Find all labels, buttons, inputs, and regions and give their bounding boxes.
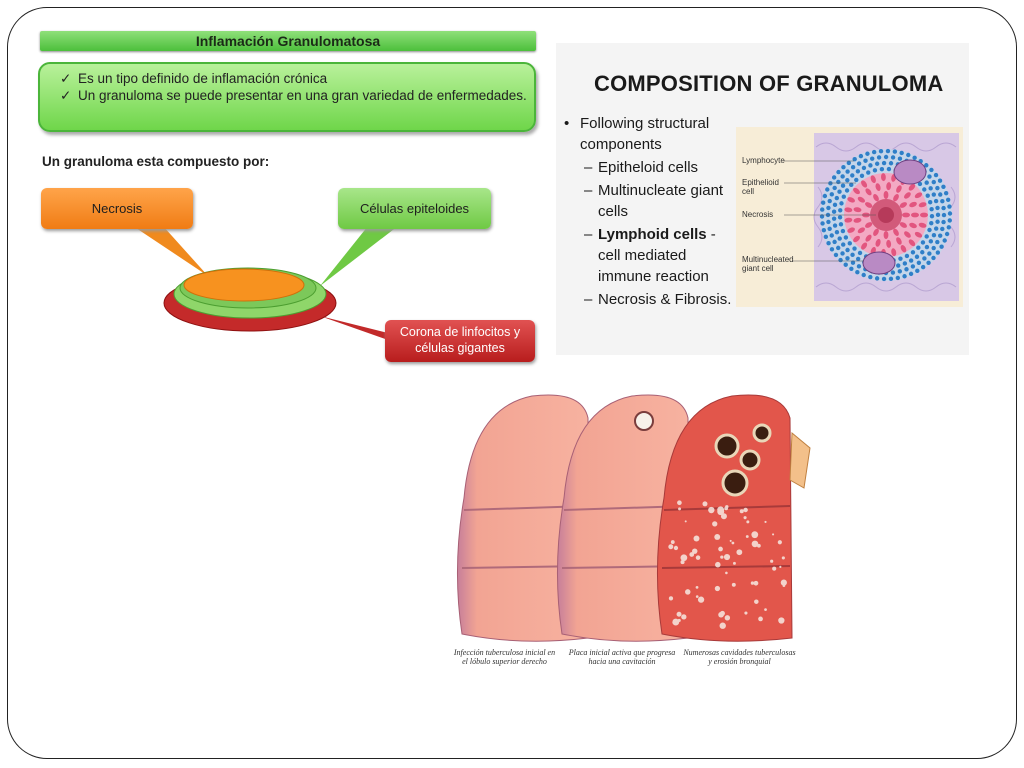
composition-subtitle: Un granuloma esta compuesto por: bbox=[42, 154, 270, 169]
list-item: –Lymphoid cells - cell mediated immune r… bbox=[584, 226, 716, 285]
corona-callout: Corona de linfocitos y células gigantes bbox=[385, 320, 535, 362]
epithelioid-callout: Células epiteloides bbox=[338, 188, 491, 229]
list-item: –Epitheloid cells bbox=[584, 159, 699, 176]
caption-2: Placa inicial activa que progresa hacia … bbox=[568, 648, 676, 666]
label-necrosis: Necrosis bbox=[742, 210, 774, 219]
label-lymphocyte: Lymphocyte bbox=[742, 156, 785, 165]
bullet-item: ✓Es un tipo definido de inflamación crón… bbox=[60, 71, 328, 86]
caption-3: Numerosas cavidades tuberculosas y erosi… bbox=[683, 648, 796, 666]
necrosis-core bbox=[183, 268, 305, 302]
intro-bullet: •Following structural components bbox=[564, 115, 710, 153]
label-giant-cell: Multinucleated giant cell bbox=[742, 255, 794, 273]
list-item: –Necrosis & Fibrosis. bbox=[584, 291, 732, 308]
bronchus bbox=[789, 431, 811, 489]
necrosis-callout: Necrosis bbox=[41, 188, 193, 229]
caption-1: Infección tuberculosa inicial en el lóbu… bbox=[453, 648, 556, 666]
composition-title: COMPOSITION OF GRANULOMA bbox=[594, 71, 944, 96]
cavities bbox=[714, 423, 772, 497]
components-list: •Following structural components –Epithe… bbox=[564, 113, 739, 310]
granuloma-layers-diagram bbox=[133, 226, 398, 340]
giant-cell-bottom bbox=[862, 251, 896, 275]
granuloma-illustration: Lymphocyte Epithelioid cell Necrosis Mul… bbox=[736, 127, 963, 307]
definition-box: ✓Es un tipo definido de inflamación crón… bbox=[38, 62, 536, 132]
granulomatous-inflammation-panel: Inflamación Granulomatosa ✓Es un tipo de… bbox=[38, 28, 538, 368]
necrosis-pointer bbox=[133, 226, 208, 276]
bullet-item: ✓Un granuloma se puede presentar en una … bbox=[60, 88, 527, 103]
list-item: –Multinucleate giant cells bbox=[584, 182, 724, 220]
check-icon: ✓ bbox=[60, 71, 72, 86]
panel-title: Inflamación Granulomatosa bbox=[40, 31, 536, 51]
lung-sections-drawing bbox=[456, 394, 811, 642]
granuloma-drawing bbox=[784, 133, 959, 301]
check-icon: ✓ bbox=[60, 88, 72, 103]
composition-panel: COMPOSITION OF GRANULOMA •Following stru… bbox=[556, 43, 969, 355]
lesion bbox=[634, 411, 654, 431]
giant-cell-top bbox=[893, 159, 927, 185]
lungs-illustration: Infección tuberculosa inicial en el lóbu… bbox=[452, 388, 812, 673]
label-epithelioid: Epithelioid cell bbox=[742, 178, 779, 196]
corona-pointer bbox=[320, 316, 388, 340]
epithelioid-pointer bbox=[320, 226, 398, 286]
